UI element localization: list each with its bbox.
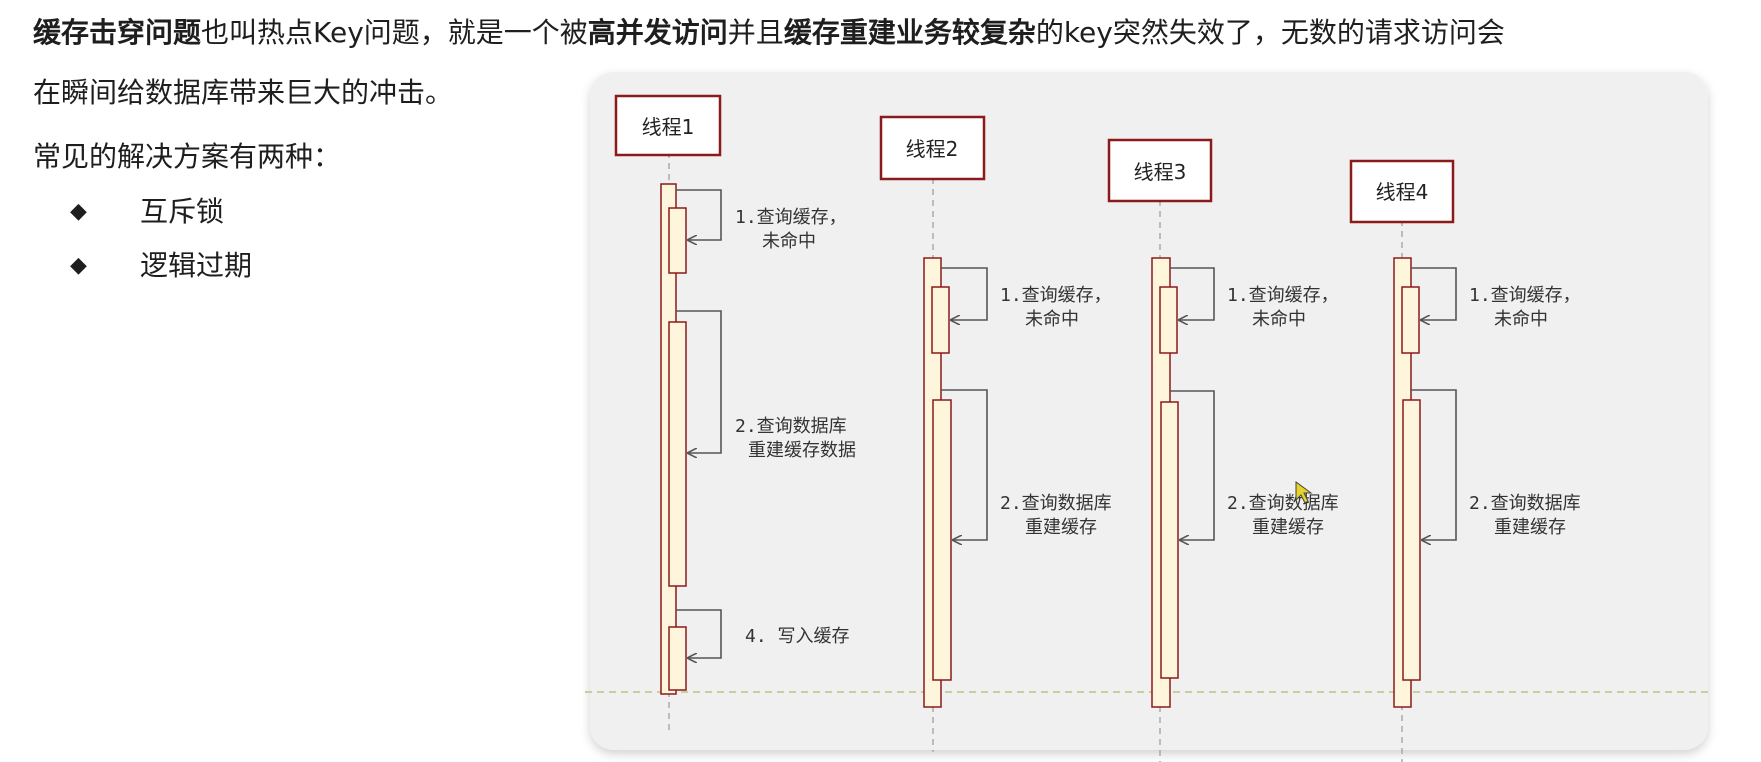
solutions-heading: 常见的解决方案有两种： xyxy=(33,140,342,173)
activation-bar-nested xyxy=(932,399,952,681)
step-label: 4. 写入缓存 xyxy=(745,626,850,647)
activation-bar-nested xyxy=(668,626,687,691)
step-label: 2.查询数据库 xyxy=(735,416,847,437)
intro-paragraph: 缓存击穿问题也叫热点Key问题，就是一个被高并发访问并且缓存重建业务较复杂的ke… xyxy=(33,13,1505,53)
step-label: 未命中 xyxy=(1494,309,1548,330)
thread-label: 线程1 xyxy=(642,115,695,139)
activation-bar-nested xyxy=(1159,286,1178,354)
step-label: 1.查询缓存， xyxy=(1469,285,1581,306)
mouse-cursor-icon xyxy=(1295,481,1313,504)
diagram-panel xyxy=(590,72,1708,750)
step-label: 重建缓存 xyxy=(1494,517,1566,538)
step-label: 1.查询缓存， xyxy=(735,207,847,228)
self-call-arrow xyxy=(1170,390,1215,540)
self-call-arrow xyxy=(1411,389,1457,540)
activation-bar-nested xyxy=(1402,399,1421,681)
self-call-arrow xyxy=(676,310,722,453)
thread-box xyxy=(879,115,986,181)
thread-label: 线程2 xyxy=(906,137,959,161)
self-call-arrow xyxy=(1170,267,1215,320)
diamond-bullet-icon: ◆ xyxy=(70,253,87,278)
intro-paragraph-line2: 在瞬间给数据库带来巨大的冲击。 xyxy=(33,76,454,109)
diamond-bullet-icon: ◆ xyxy=(70,199,87,224)
intro-segment: 高并发访问 xyxy=(587,16,728,49)
step-label: 2.查询数据库 xyxy=(1000,493,1112,514)
solution-label: 互斥锁 xyxy=(140,195,225,228)
solution-label: 逻辑过期 xyxy=(140,249,253,282)
step-label: 2.查询数据库 xyxy=(1469,493,1581,514)
step-label: 未命中 xyxy=(1025,309,1079,330)
thread-box xyxy=(1349,159,1455,224)
self-call-arrow xyxy=(941,389,988,540)
self-call-arrow xyxy=(676,609,722,658)
step-label: 1.查询缓存， xyxy=(1227,285,1339,306)
step-label: 2.查询数据库 xyxy=(1227,493,1339,514)
intro-segment: 并且 xyxy=(727,16,784,49)
step-label: 1.查询缓存， xyxy=(1000,285,1112,306)
intro-segment: 缓存击穿问题 xyxy=(33,16,202,49)
step-label: 未命中 xyxy=(762,231,816,252)
thread-box xyxy=(1107,138,1213,203)
intro-segment: 的key突然失效了，无数的请求访问会 xyxy=(1035,16,1505,49)
step-label: 未命中 xyxy=(1252,309,1306,330)
activation-bar-nested xyxy=(668,207,687,274)
activation-bar-nested xyxy=(668,321,687,587)
activation-bar-nested xyxy=(1401,286,1420,354)
thread-box xyxy=(614,94,722,157)
intro-segment: 也叫热点Key问题，就是一个被 xyxy=(201,16,588,49)
activation-bar-nested xyxy=(1160,401,1179,679)
activation-bar-nested xyxy=(931,286,950,354)
step-label: 重建缓存 xyxy=(1025,517,1097,538)
self-call-arrow xyxy=(676,189,722,240)
self-call-arrow xyxy=(1411,267,1457,320)
thread-label: 线程4 xyxy=(1376,180,1429,204)
intro-segment: 缓存重建业务较复杂 xyxy=(783,16,1036,49)
step-label: 重建缓存 xyxy=(1252,517,1324,538)
step-label: 重建缓存数据 xyxy=(748,440,856,461)
thread-label: 线程3 xyxy=(1134,160,1187,184)
self-call-arrow xyxy=(941,267,988,320)
